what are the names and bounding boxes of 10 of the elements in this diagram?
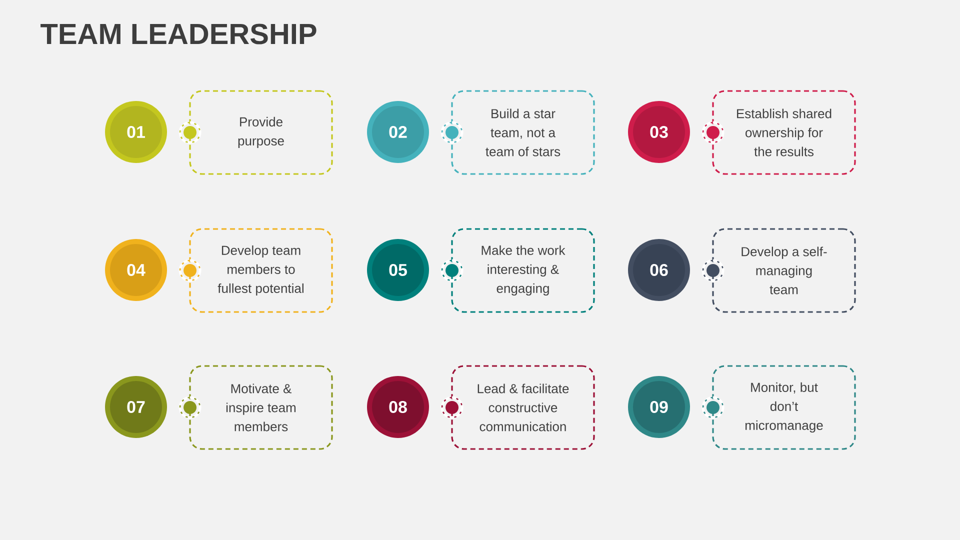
title: TEAM LEADERSHIP <box>40 24 316 44</box>
text-box: Monitor, but don’t micromanage <box>712 365 856 450</box>
text-box: Motivate & inspire team members <box>189 365 333 450</box>
text-box: Develop a self-managing team <box>712 228 856 313</box>
text-box: Provide purpose <box>189 90 333 175</box>
text-box: Establish shared ownership for the results <box>712 90 856 175</box>
text-box: Make the work interesting & engaging <box>451 228 595 313</box>
text-box: Build a star team, not a team of stars <box>451 90 595 175</box>
text-box: Develop team members to fullest potential <box>189 228 333 313</box>
text-box: Lead & facilitate constructive communication <box>451 365 595 450</box>
